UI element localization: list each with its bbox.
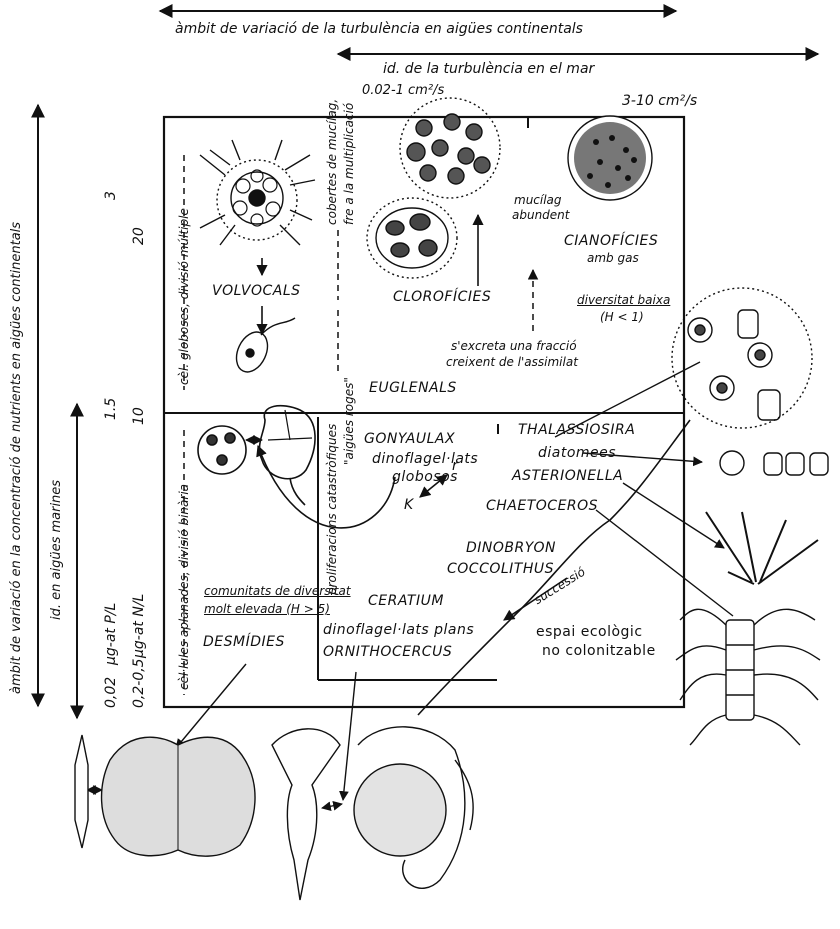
comunitats-label-1: comunitats de diversitat [204,585,351,597]
dino-plans-label: dinoflagel·lats plans [323,623,474,637]
clorofic-colony-bottom [367,198,457,278]
diversity-low-label: diversitat baixa [577,294,670,306]
spherical-cells-note: cèl. globoses, divisió múltiple [178,208,190,385]
gonyaulax-label: GONYAULAX [364,432,455,446]
p-scale-zero: 0,02 [104,677,118,708]
clorofic-colony-top [400,98,500,198]
espai-label-1: espai ecològic [536,625,643,639]
cianofic-colony [568,116,652,200]
dividing-cell-drawing [198,406,315,505]
dino-glob-label-2: globosos [392,470,458,484]
ceratium-label: CERATIUM [368,594,444,608]
r-label: r [452,459,458,473]
chaetoceros-drawing [676,609,820,745]
low-diffusion-label: 0.02-1 cm²/s [362,84,444,97]
chaetoceros-label: CHAETOCEROS [486,499,598,513]
dinobryon-label: DINOBRYON [466,541,556,555]
amb-gas-label: amb gas [587,252,639,264]
n-scale-zero: 0,2-0,5 [132,658,146,708]
continental-turbulence-label: àmbit de variació de la turbulència en a… [175,22,583,36]
ornithocercus-drawing [272,727,473,900]
high-diffusion-label: 3-10 cm²/s [622,94,697,108]
cianofic-label: CIANOFÍCIES [564,234,658,248]
desmid-drawing [75,735,255,856]
ornithocercus-label: ORNITHOCERCUS [323,645,452,659]
clorofic-label: CLOROFÍCIES [393,290,491,304]
marine-nutrients-label: id. en aigües marines [50,480,63,620]
thalassiosira-colony [672,288,812,428]
euglenals-label: EUGLENALS [369,381,457,395]
comunitats-label-2: molt elevada (H > 5) [204,603,330,615]
desmidies-label: DESMÍDIES [203,635,285,649]
volvocals-label: VOLVOCALS [212,284,301,298]
h-low-label: (H < 1) [600,311,644,323]
n-scale-top: 20 [132,227,146,245]
thalassiosira-label: THALASSIOSIRA [518,423,635,437]
diatomees-label: diatomees [538,446,616,460]
continental-nutrients-label: àmbit de variació en la concentració de … [10,222,23,694]
p-scale-mid: 1.5 [104,398,118,420]
coccolithus-label: COCCOLITHUS [447,562,554,576]
thalassiosira-chain [720,451,828,475]
p-scale-top: 3 [104,191,118,200]
multiplication-note: fre a la multiplicació [343,103,355,225]
sea-turbulence-label: id. de la turbulència en el mar [383,62,594,76]
catastrophic-note: proliferacions catastròfiques [326,424,338,595]
flattened-cells-note: cèl·lules aplanades, divisió binària [178,484,190,690]
creixent-label: creixent de l'assimilat [446,356,578,368]
abundent-label: abundent [512,209,570,221]
n-scale-mid: 10 [132,407,146,425]
espai-label-2: no colonitzable [542,644,656,658]
red-tides-note: "aigües roges" [343,377,355,465]
p-scale-unit: µg-at P/L [104,603,118,665]
n-scale-unit: µg-at N/L [132,594,146,658]
k-label: K [404,498,414,512]
mucilage-cover-note: cobertes de mucílag, [326,99,338,225]
excreta-label: s'excreta una fracció [451,340,577,352]
volvox-drawing [200,140,315,245]
asterionella-label: ASTERIONELLA [512,469,623,483]
mucilag-label: mucílag [514,194,562,206]
dino-glob-label-1: dinoflagel·lats [372,452,478,466]
